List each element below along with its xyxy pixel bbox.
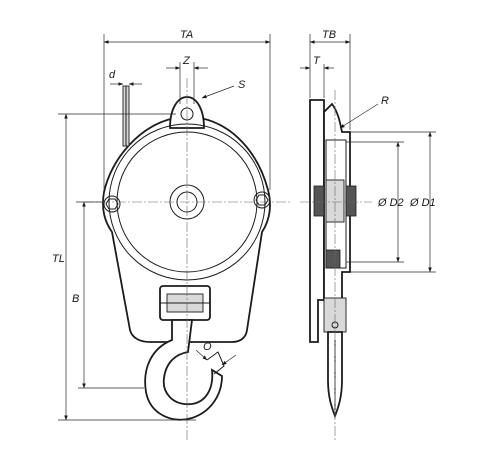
label-z: Z bbox=[182, 55, 191, 67]
bolt-right bbox=[253, 191, 271, 209]
side-view bbox=[309, 99, 357, 419]
bolt-left bbox=[103, 195, 121, 213]
bearing-right bbox=[345, 185, 357, 217]
spring-clip bbox=[325, 249, 341, 269]
label-ta: TA bbox=[180, 29, 193, 41]
label-o: O bbox=[203, 341, 212, 353]
bearing-left bbox=[313, 185, 325, 217]
label-d1: Ø D1 bbox=[409, 197, 436, 209]
label-d2: Ø D2 bbox=[377, 197, 404, 209]
centerlines bbox=[84, 78, 372, 440]
body-housing bbox=[102, 117, 271, 343]
label-b: B bbox=[72, 293, 79, 305]
label-tl: TL bbox=[52, 253, 65, 265]
dimension-labels: TA TB Z T d S R TL B O Ø D2 Ø D1 bbox=[52, 29, 436, 353]
label-s: S bbox=[238, 79, 246, 91]
hook bbox=[144, 319, 223, 421]
label-t: T bbox=[313, 55, 321, 67]
label-r: R bbox=[381, 95, 389, 107]
dimensions bbox=[58, 34, 436, 421]
label-d: d bbox=[109, 69, 116, 81]
front-view bbox=[102, 85, 271, 421]
label-tb: TB bbox=[322, 29, 336, 41]
hook-latch bbox=[206, 351, 225, 375]
side-frame bbox=[309, 99, 325, 343]
bolt-right-hex bbox=[255, 194, 269, 206]
bolt-left-hex bbox=[105, 198, 119, 210]
